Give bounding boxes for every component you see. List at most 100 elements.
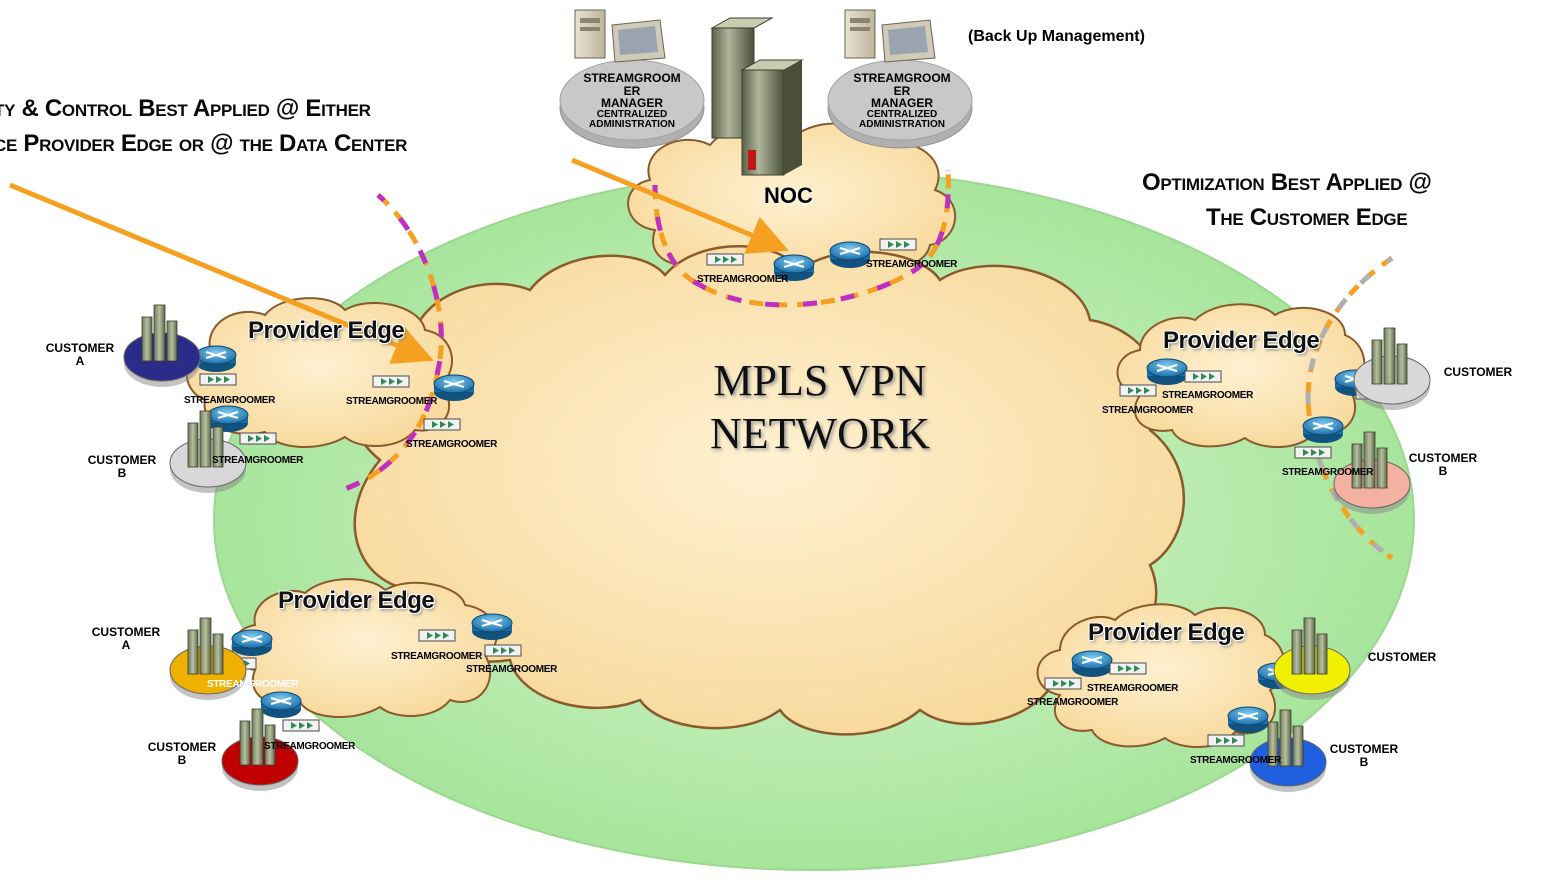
streamgroomer-icon: [1294, 446, 1332, 459]
customer-site-icon: [221, 708, 299, 791]
customer-label-tl-a: CUSTOMER A: [40, 342, 120, 367]
backup-label: (Back Up Management): [968, 28, 1145, 45]
streamgroomer-icon: [879, 238, 917, 251]
streamgroomer-label: STREAMGROOMER: [184, 395, 276, 406]
streamgroomer-label: STREAMGROOMER: [1190, 755, 1282, 766]
manager-right-line3: MANAGER: [871, 96, 933, 111]
customer-site-icon: [1333, 431, 1411, 514]
customer-boundary-dashed-gray: [1305, 255, 1394, 561]
mpls-title-line1: MPLS VPN: [713, 356, 927, 405]
customer-label-tr-b: CUSTOMER B: [1403, 452, 1483, 477]
provider-edge-label-br: Provider Edge: [1088, 619, 1245, 646]
manager-label-left: STREAMGROOM ER MANAGER CENTRALIZED ADMIN…: [572, 72, 692, 131]
mpls-cloud: [350, 245, 1185, 736]
streamgroomer-icon: [423, 418, 461, 431]
customer-name: CUSTOMER: [1329, 742, 1399, 756]
customer-name: CUSTOMER: [87, 453, 157, 467]
manager-right-line1: STREAMGROOM: [853, 71, 951, 85]
router-icon: [773, 254, 815, 281]
annotation-arrow-2: [571, 157, 789, 254]
customer-name: CUSTOMER: [1408, 451, 1478, 465]
router-icon: [1227, 706, 1269, 733]
customer-site-icon: [123, 304, 201, 387]
streamgroomer-label: STREAMGROOMER: [1162, 390, 1254, 401]
customer-name: CUSTOMER: [147, 740, 217, 754]
customer-id: A: [75, 353, 85, 368]
streamgroomer-icon: [239, 432, 277, 445]
customer-id: B: [1359, 754, 1369, 769]
workstation-icon-right: [844, 9, 936, 63]
customer-label-br-a: CUSTOMER: [1362, 651, 1442, 664]
streamgroomer-label: STREAMGROOMER: [391, 651, 483, 662]
customer-label-bl-b: CUSTOMER B: [142, 741, 222, 766]
customer-id: B: [177, 752, 187, 767]
customer-sites: [123, 304, 1431, 792]
router-icon: [1071, 650, 1113, 677]
streamgroomer-label: STREAMGROOMER: [346, 396, 438, 407]
streamgroomer-icon: [372, 375, 410, 388]
streamgroomer-icon: [418, 629, 456, 642]
noc-boundary-dashed: [652, 169, 951, 308]
customer-id: B: [117, 465, 127, 480]
customer-site-icon: [1353, 327, 1431, 410]
manager-left-line3: MANAGER: [601, 96, 663, 111]
router-icon: [207, 405, 249, 432]
customer-label-tr-a: CUSTOMER: [1438, 366, 1518, 379]
customer-site-icon: [1273, 617, 1351, 700]
streamgroomer-label: STREAMGROOMER: [1087, 683, 1179, 694]
annotation-arrow-1: [9, 182, 434, 364]
customer-site-icon: [169, 617, 247, 700]
router-icon: [829, 241, 871, 268]
manager-left-line4: CENTRALIZED: [596, 108, 668, 120]
streamgroomer-label: STREAMGROOMER: [1102, 405, 1194, 416]
manager-right-line4: CENTRALIZED: [866, 108, 938, 120]
annotation-left-line2: ce Provider Edge or @ the Data Center: [0, 130, 408, 157]
manager-left-line5: ADMINISTRATION: [589, 119, 675, 131]
streamgroomer-label: STREAMGROOMER: [697, 274, 789, 285]
router-icon: [195, 345, 237, 372]
mpls-title: MPLS VPN NETWORK: [640, 355, 1000, 461]
noc-boundary-dashed-magenta: [652, 169, 951, 308]
mpls-title-line2: NETWORK: [710, 408, 930, 458]
customer-id: A: [121, 637, 131, 652]
manager-node-right: [827, 59, 973, 149]
streamgroomer-icon: [1119, 384, 1157, 397]
streamgroomer-label: STREAMGROOMER: [466, 664, 558, 675]
manager-right-line5: ADMINISTRATION: [859, 119, 945, 131]
annotation-right-line1: Optimization Best Applied @: [1142, 169, 1432, 196]
customer-name: CUSTOMER: [1367, 650, 1437, 664]
streamgroomer-icon: [1109, 662, 1147, 675]
customer-name: CUSTOMER: [91, 625, 161, 639]
annotation-left-line1: ty & Control Best Applied @ Either: [0, 95, 371, 122]
router-icon: [260, 691, 302, 718]
streamgroomer-icon: [1044, 677, 1082, 690]
streamgroomer-icon: [1207, 734, 1245, 747]
router-icon: [1146, 358, 1188, 385]
provider-edge-label-bl: Provider Edge: [278, 587, 435, 614]
streamgroomer-icon: [282, 719, 320, 732]
customer-site-icon: [169, 410, 247, 493]
router-icon: [231, 629, 273, 656]
customer-site-icon: [1249, 709, 1327, 792]
customer-label-tl-b: CUSTOMER B: [82, 454, 162, 479]
server-icon: [710, 17, 804, 176]
router-icon: [1302, 416, 1344, 443]
streamgroomer-icon: [706, 253, 744, 266]
annotation-right-line2: The Customer Edge: [1206, 204, 1408, 231]
provider-boundary-dashed-magenta: [341, 193, 444, 493]
customer-id: B: [1438, 463, 1448, 478]
customer-name: CUSTOMER: [45, 341, 115, 355]
provider-edge-cloud-tr: [1116, 303, 1366, 448]
manager-label-right: STREAMGROOM ER MANAGER CENTRALIZED ADMIN…: [842, 72, 962, 131]
streamgroomer-label: STREAMGROOMER: [866, 259, 958, 270]
customer-label-bl-a: CUSTOMER A: [86, 626, 166, 651]
manager-right-line2: ER: [893, 83, 911, 98]
streamgroomer-label: STREAMGROOMER: [1282, 467, 1374, 478]
provider-edge-label-tr: Provider Edge: [1163, 327, 1320, 354]
streamgroomer-label: STREAMGROOMER: [207, 679, 299, 690]
workstation-icon-left: [574, 9, 666, 63]
noc-label: NOC: [764, 183, 813, 208]
provider-edge-label-tl: Provider Edge: [248, 317, 405, 344]
